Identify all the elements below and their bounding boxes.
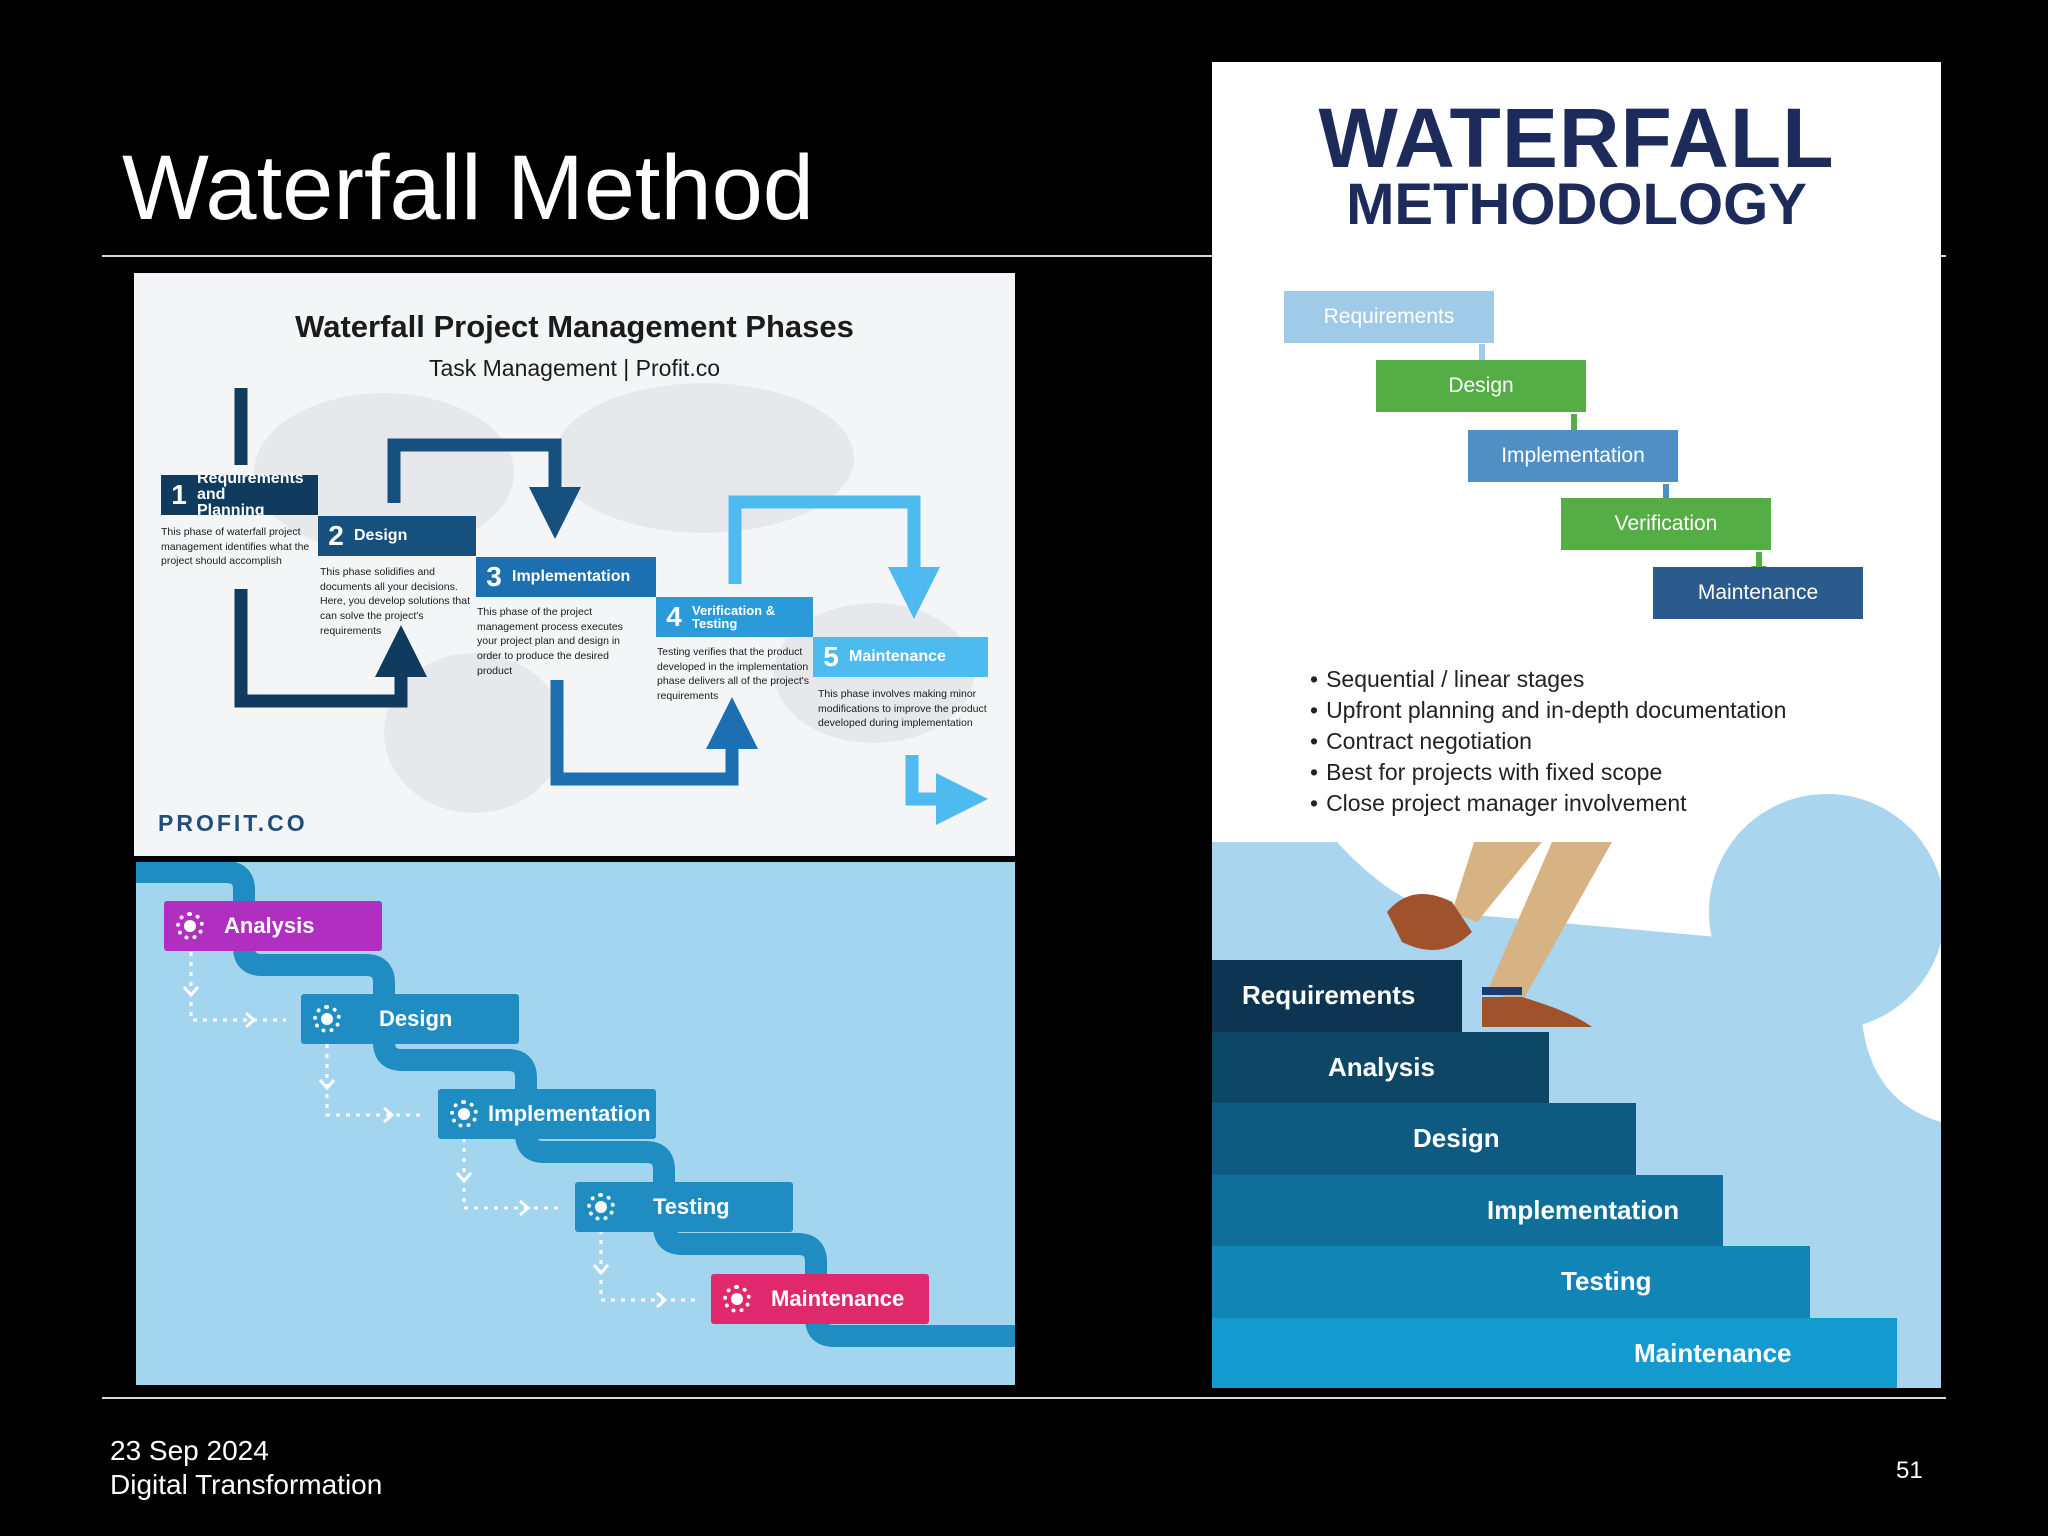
phase-5-description: This phase involves making minor modific… [818, 688, 987, 730]
phase-name: Implementation [512, 568, 631, 585]
infographic-subtitle: METHODOLOGY [1346, 172, 1807, 237]
phase-2-description: This phase solidifies and documents all … [320, 566, 471, 637]
stair-label-testing: Testing [1561, 1266, 1652, 1296]
phase-number: 3 [486, 561, 502, 592]
cascade-verification: Verification [1561, 498, 1771, 550]
step-label: Testing [653, 1194, 730, 1219]
cascade-requirements: Requirements [1284, 291, 1494, 343]
bullet-item: Contract negotiation [1310, 726, 1786, 757]
phase-name: Design [354, 527, 408, 544]
stair-label-analysis: Analysis [1328, 1052, 1435, 1082]
phase-3-description: This phase of the project management pro… [477, 606, 623, 677]
arrow-phase-3-to-4 [550, 680, 758, 786]
profitco-phases-diagram: Waterfall Project Management Phases Task… [134, 273, 1015, 856]
infographic-artwork [1212, 344, 1941, 1388]
gear-icon [176, 912, 204, 940]
step-implementation: Implementation [438, 1089, 656, 1139]
world-map-shape [384, 653, 564, 813]
stair-label-implementation: Implementation [1487, 1195, 1680, 1225]
phase-number: 1 [171, 479, 187, 510]
bullet-item: Close project manager involvement [1310, 788, 1786, 819]
waterfall-methodology-infographic: WATERFALL METHODOLOGY Requirements Desig… [1212, 62, 1941, 1388]
arrow-phase-2-to-3 [387, 438, 581, 539]
methodology-bullets: Sequential / linear stages Upfront plann… [1310, 664, 1786, 819]
slide-title: Waterfall Method [122, 137, 814, 239]
footer-date: 23 Sep 2024 [110, 1435, 269, 1466]
phase-name: Requirements and Planning [197, 470, 304, 519]
phase-arrows [234, 388, 988, 825]
stair-label-design: Design [1413, 1123, 1500, 1153]
phase-2-label: 2 Design [318, 516, 476, 556]
step-maintenance: Maintenance [711, 1274, 929, 1324]
title-divider [102, 255, 1946, 257]
arrow-out-of-phase-5 [905, 755, 988, 825]
step-label: Implementation [488, 1101, 651, 1126]
step-testing: Testing [575, 1182, 793, 1232]
phase-number: 2 [328, 520, 344, 551]
step-label: Maintenance [771, 1286, 905, 1311]
step-analysis: Analysis [164, 901, 382, 951]
flow-arrow-heads [182, 986, 668, 1309]
phase-1-description: This phase of waterfall project manageme… [161, 526, 310, 568]
panel1-title: Waterfall Project Management Phases [295, 309, 854, 344]
phase-name: Verification & Testing [692, 603, 776, 631]
gear-icon [450, 1100, 478, 1128]
step-design: Design [301, 994, 519, 1044]
arrow-phase-1-to-2 [234, 589, 427, 708]
gear-icon [587, 1193, 615, 1221]
arrow-phase-4-to-5 [728, 495, 940, 619]
waterfall-steps-diagram: Analysis Design Implementation Testing M… [136, 862, 1015, 1385]
stair-label-requirements: Requirements [1242, 980, 1416, 1010]
cascade-maintenance: Maintenance [1653, 567, 1863, 619]
stair-label-maintenance: Maintenance [1634, 1338, 1792, 1368]
step-label: Analysis [224, 913, 315, 938]
phase-number: 4 [666, 601, 682, 632]
bullet-item: Upfront planning and in-depth documentat… [1310, 695, 1786, 726]
bullet-item: Sequential / linear stages [1310, 664, 1786, 695]
background-circle [1709, 794, 1941, 1030]
phase-3-label: 3 Implementation [476, 557, 656, 597]
gear-icon [313, 1005, 341, 1033]
cascade-design: Design [1376, 360, 1586, 412]
phase-number: 5 [823, 641, 839, 672]
step-label: Design [379, 1006, 453, 1031]
gear-icon [723, 1285, 751, 1313]
walking-person-illustration [1387, 842, 1612, 1027]
bullet-item: Best for projects with fixed scope [1310, 757, 1786, 788]
panel1-subtitle: Task Management | Profit.co [428, 355, 721, 381]
phase-5-label: 5 Maintenance [813, 637, 988, 677]
profitco-logo: PROFIT.CO [158, 810, 308, 836]
phase-4-description: Testing verifies that the product develo… [657, 646, 810, 703]
cascade-implementation: Implementation [1468, 430, 1678, 482]
phase-name: Maintenance [849, 648, 946, 665]
infographic-title: WATERFALL [1318, 91, 1835, 185]
phase-4-label: 4 Verification & Testing [656, 597, 813, 637]
stair-maintenance [1212, 1318, 1897, 1388]
phase-1-label: 1 Requirements and Planning [161, 471, 318, 519]
footer-subtitle: Digital Transformation [110, 1469, 383, 1500]
page-number: 51 [1896, 1457, 1923, 1484]
footer-divider [102, 1397, 1946, 1399]
